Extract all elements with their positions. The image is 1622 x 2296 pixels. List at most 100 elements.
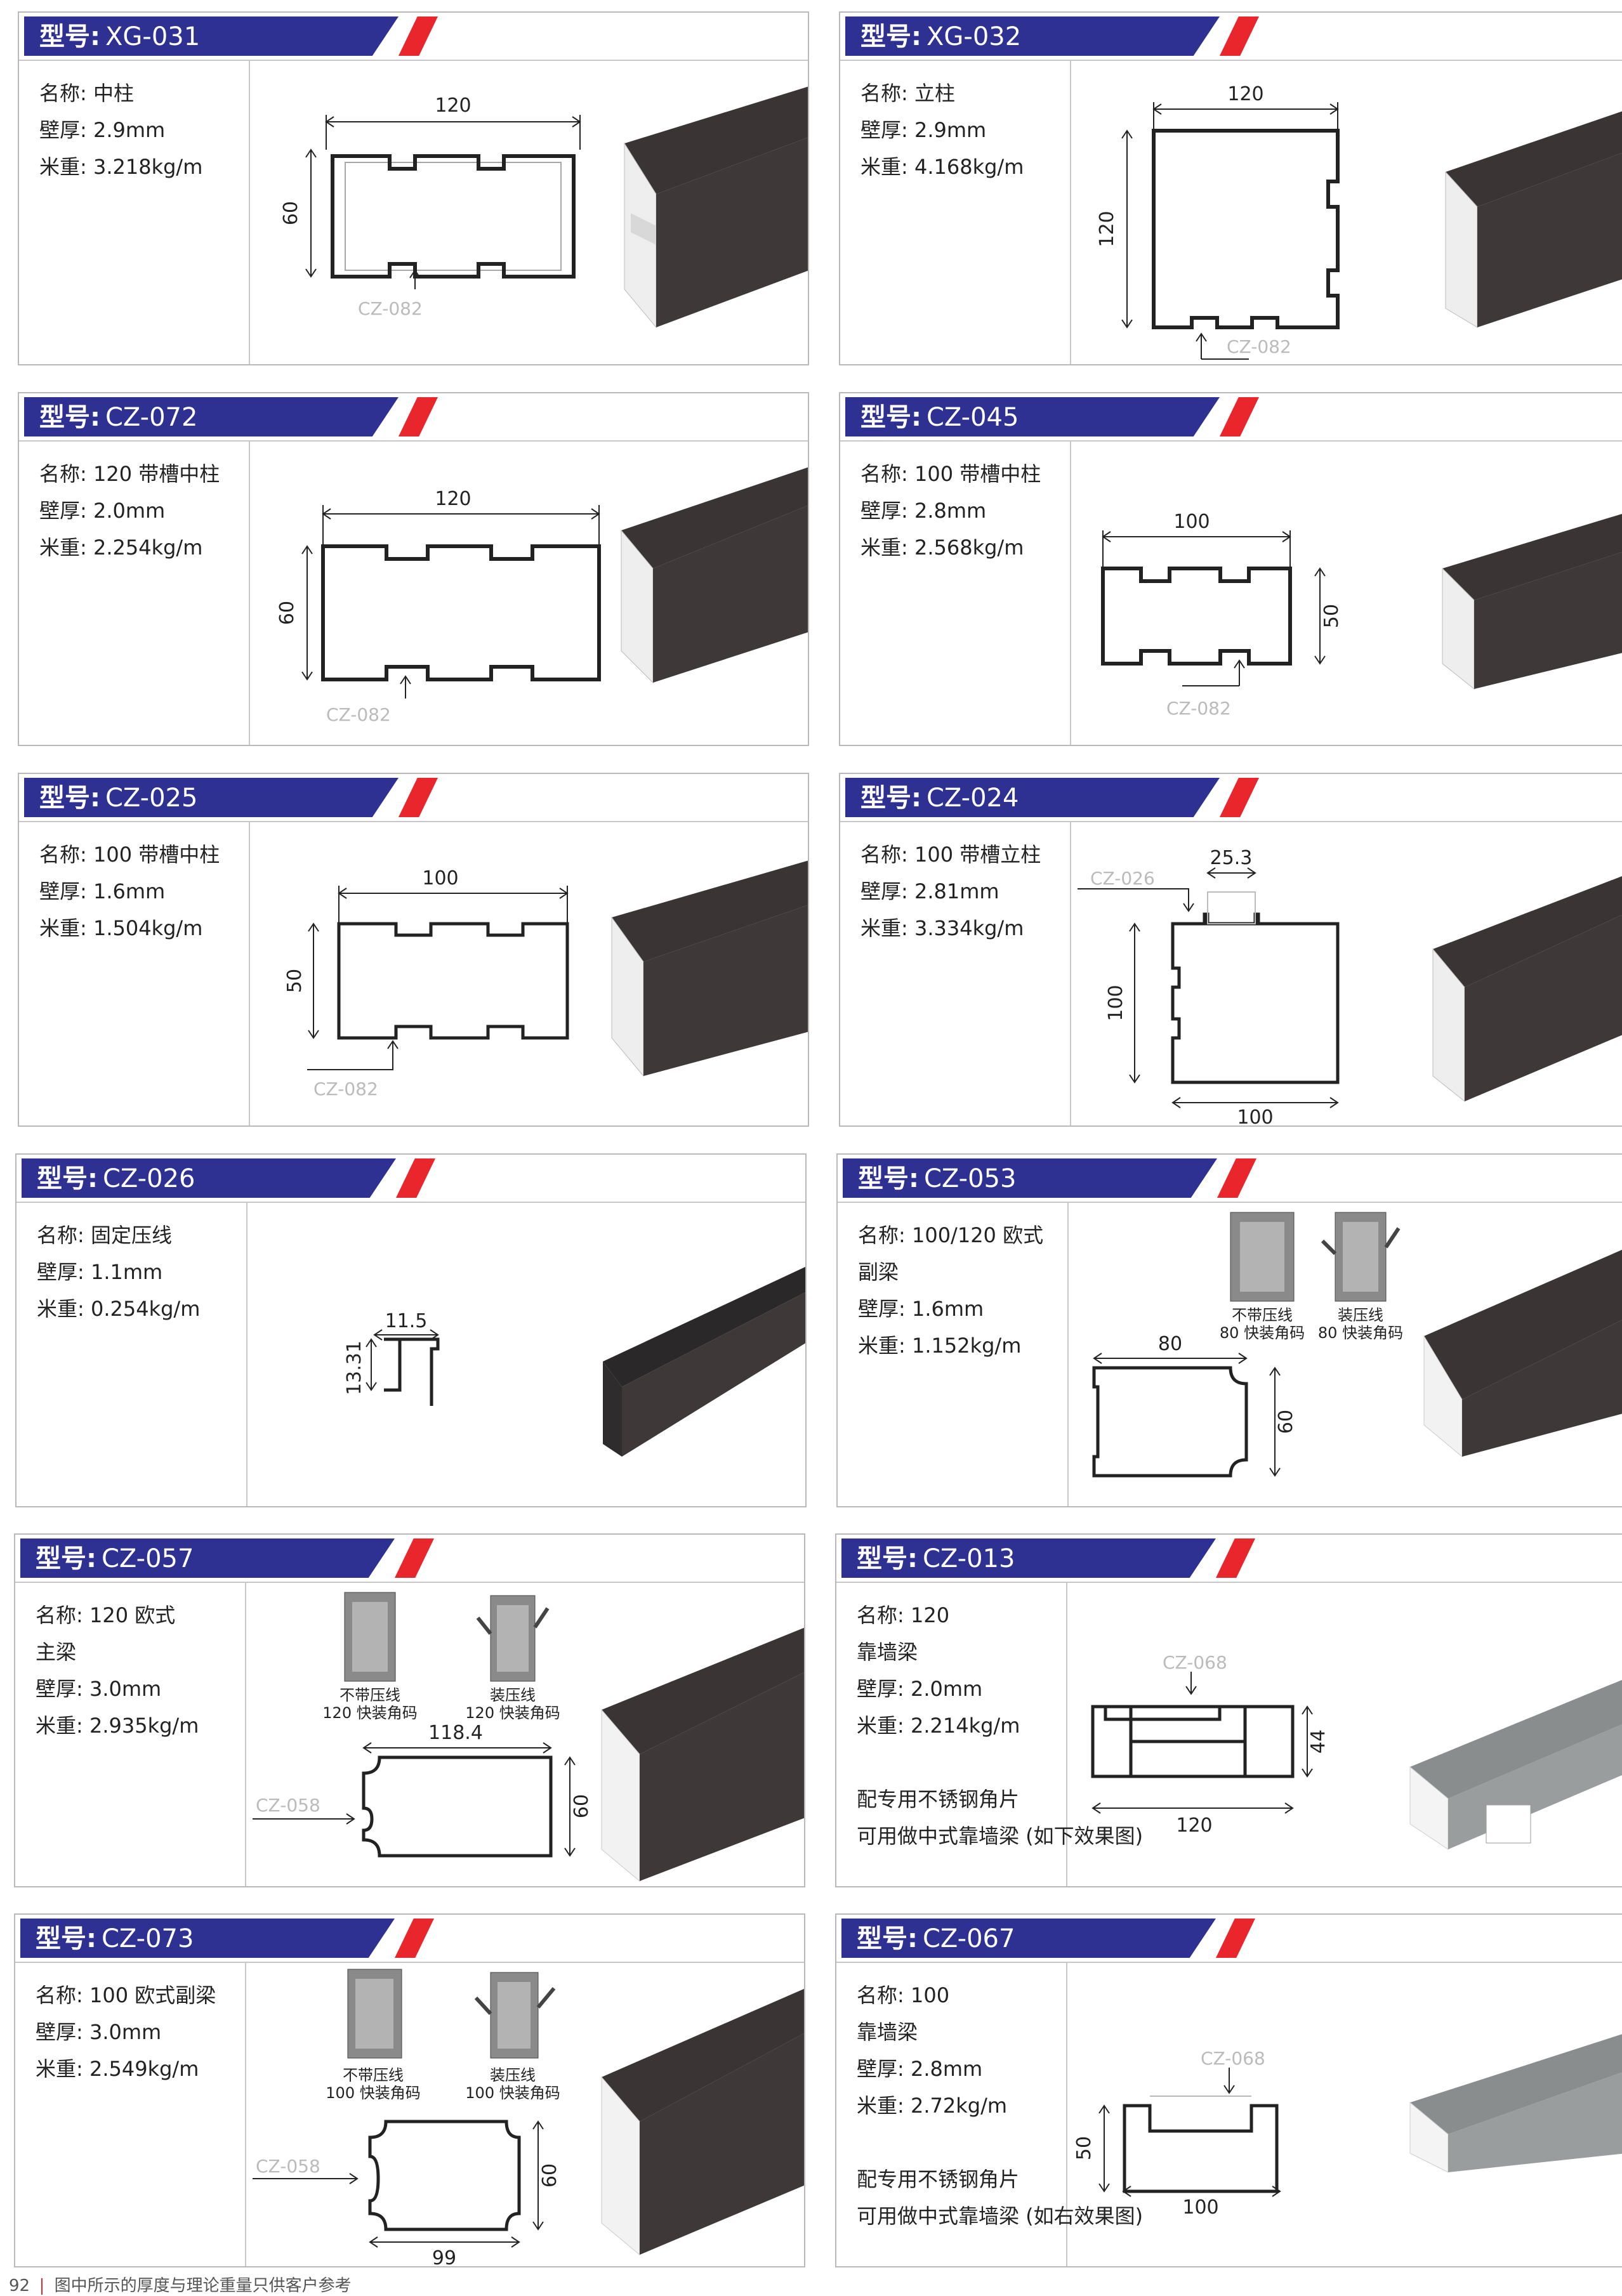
- product-name: 100/120 欧式: [911, 1223, 1044, 1247]
- model-number: CZ-045: [926, 403, 1019, 432]
- svg-text:100: 100: [1237, 1106, 1273, 1127]
- svg-text:装压线: 装压线: [490, 1686, 536, 1704]
- usage-note-2: 可用做中式靠墙梁 (如右效果图): [857, 2204, 1144, 2228]
- card-header: 型号:CZ-045: [840, 393, 1622, 443]
- svg-text:120: 120: [1227, 83, 1263, 105]
- wall-thickness: 2.9mm: [914, 118, 987, 142]
- spec-list: 名称: 固定压线 壁厚: 1.1mm 米重: 0.254kg/m: [37, 1223, 201, 1321]
- profile-photo: [1432, 876, 1622, 1103]
- svg-text:100 快装角码: 100 快装角码: [465, 2084, 560, 2102]
- svg-text:60: 60: [276, 601, 298, 625]
- card-header: 型号:CZ-053: [838, 1155, 1622, 1204]
- card-header: 型号:CZ-067: [836, 1915, 1622, 1964]
- model-number: CZ-072: [105, 403, 198, 432]
- profile-drawing: 不带压线 100 快装角码 装压线 100 快装角码 99 60 CZ-058: [246, 1963, 804, 2266]
- svg-text:25.3: 25.3: [1210, 847, 1253, 869]
- product-card-cz-026: 型号:CZ-026 名称: 固定压线 壁厚: 1.1mm 米重: 0.254kg…: [15, 1153, 807, 1507]
- svg-text:CZ-082: CZ-082: [326, 704, 391, 725]
- profile-drawing: 不带压线 80 快装角码 装压线 80 快装角码 80 60: [1069, 1203, 1622, 1506]
- usage-note-1: 配专用不锈钢角片: [857, 2167, 1020, 2191]
- profile-photo: [601, 1627, 804, 1882]
- profile-photo: [603, 1266, 805, 1457]
- meter-weight: 2.214kg/m: [910, 1714, 1020, 1738]
- product-name-line2: 主梁: [36, 1640, 77, 1664]
- meter-weight: 3.218kg/m: [93, 155, 203, 179]
- wall-thickness: 3.0mm: [89, 2020, 162, 2044]
- spec-list: 名称: 120 带槽中柱 壁厚: 2.0mm 米重: 2.254kg/m: [39, 462, 220, 560]
- profile-drawing: 120 60 CZ-082: [250, 61, 808, 364]
- svg-text:CZ-068: CZ-068: [1201, 2048, 1265, 2069]
- wall-thickness: 2.81mm: [914, 879, 999, 903]
- meter-weight: 4.168kg/m: [914, 155, 1024, 179]
- profile-photo: [601, 1988, 804, 2256]
- product-card-cz-045: 型号:CZ-045 名称: 100 带槽中柱 壁厚: 2.8mm 米重: 2.5…: [839, 392, 1622, 746]
- product-card-cz-053: 型号:CZ-053 名称: 100/120 欧式 副梁 壁厚: 1.6mm 米重…: [836, 1153, 1622, 1507]
- dim-height: 60: [280, 201, 302, 225]
- corner-bracket-image: [1230, 1212, 1401, 1302]
- profile-photo: [1423, 1249, 1622, 1458]
- spec-list: 名称: 中柱 壁厚: 2.9mm 米重: 3.218kg/m: [39, 81, 203, 179]
- wall-thickness: 1.6mm: [93, 879, 166, 903]
- profile-drawing: 不带压线 120 快装角码 装压线 120 快装角码 118.4 60 CZ-0…: [246, 1583, 804, 1886]
- footer-note: 图中所示的厚度与理论重量只供客户参考: [54, 2276, 352, 2295]
- svg-text:CZ-082: CZ-082: [313, 1079, 378, 1099]
- svg-text:CZ-026: CZ-026: [1090, 868, 1155, 889]
- card-header: 型号:CZ-026: [16, 1155, 805, 1204]
- spec-list: 名称: 立柱 壁厚: 2.9mm 米重: 4.168kg/m: [860, 81, 1024, 179]
- product-name: 100 带槽立柱: [914, 843, 1041, 867]
- model-number: CZ-057: [102, 1544, 194, 1573]
- spec-list: 名称: 100 带槽中柱 壁厚: 2.8mm 米重: 2.568kg/m: [860, 462, 1041, 560]
- svg-text:120 快装角码: 120 快装角码: [465, 1704, 560, 1722]
- card-header: 型号:CZ-072: [19, 393, 808, 443]
- spec-list: 名称: 100/120 欧式 副梁 壁厚: 1.6mm 米重: 1.152kg/…: [858, 1217, 1067, 1364]
- svg-text:CZ-082: CZ-082: [1166, 698, 1231, 719]
- card-header: 型号:XG-032: [840, 13, 1622, 62]
- model-number: CZ-024: [926, 784, 1019, 813]
- svg-text:60: 60: [539, 2163, 561, 2188]
- svg-text:120 快装角码: 120 快装角码: [322, 1704, 417, 1722]
- model-number: XG-032: [926, 22, 1022, 51]
- product-card-xg-031: 型号:XG-031 名称: 中柱 壁厚: 2.9mm 米重: 3.218kg/m…: [18, 11, 809, 365]
- svg-text:118.4: 118.4: [428, 1722, 483, 1744]
- svg-text:50: 50: [1073, 2136, 1095, 2160]
- spec-list: 名称: 120 欧式 主梁 壁厚: 3.0mm 米重: 2.935kg/m: [36, 1597, 245, 1744]
- svg-text:CZ-058: CZ-058: [256, 1795, 320, 1816]
- usage-note-1: 配专用不锈钢角片: [857, 1787, 1020, 1811]
- model-number: CZ-073: [102, 1924, 194, 1953]
- svg-text:80: 80: [1158, 1333, 1182, 1355]
- corner-bracket-image: [347, 1969, 556, 2059]
- usage-note-2: 可用做中式靠墙梁 (如下效果图): [857, 1824, 1144, 1848]
- svg-text:装压线: 装压线: [1338, 1306, 1383, 1324]
- product-card-cz-073: 型号:CZ-073 名称: 100 欧式副梁 壁厚: 3.0mm 米重: 2.5…: [14, 1913, 805, 2267]
- svg-text:60: 60: [570, 1794, 593, 1818]
- product-card-cz-057: 型号:CZ-057 名称: 120 欧式 主梁 壁厚: 3.0mm 米重: 2.…: [14, 1533, 805, 1887]
- wall-thickness: 2.9mm: [93, 118, 166, 142]
- card-header: 型号:CZ-024: [840, 774, 1622, 823]
- svg-text:100: 100: [1105, 985, 1127, 1021]
- product-name: 固定压线: [90, 1223, 172, 1247]
- product-name: 中柱: [93, 81, 134, 105]
- profile-drawing: 11.5 13.31: [247, 1203, 805, 1506]
- svg-text:CZ-058: CZ-058: [256, 2156, 320, 2177]
- spec-list: 名称: 100 带槽立柱 壁厚: 2.81mm 米重: 3.334kg/m: [860, 843, 1041, 940]
- profile-drawing: 120 60 CZ-082: [250, 442, 808, 745]
- svg-text:120: 120: [435, 488, 471, 510]
- svg-text:120: 120: [1096, 211, 1118, 247]
- model-number: CZ-025: [105, 784, 198, 813]
- wall-thickness: 2.0mm: [93, 499, 166, 523]
- product-name: 100: [910, 1983, 950, 2007]
- wall-thickness: 2.8mm: [910, 2057, 983, 2081]
- page-number: 92: [9, 2276, 30, 2295]
- svg-text:11.5: 11.5: [385, 1310, 428, 1332]
- meter-weight: 2.254kg/m: [93, 535, 203, 560]
- wall-thickness: 1.6mm: [911, 1297, 984, 1321]
- product-name: 100 带槽中柱: [93, 843, 220, 867]
- meter-weight: 3.334kg/m: [914, 916, 1024, 940]
- profile-drawing: 120 120 CZ-082: [1071, 61, 1622, 364]
- meter-weight: 1.152kg/m: [911, 1334, 1022, 1358]
- card-header: 型号:XG-031: [19, 13, 808, 62]
- model-number: CZ-053: [924, 1164, 1017, 1193]
- product-name-line2: 副梁: [858, 1260, 899, 1284]
- model-label: 型号:: [39, 22, 100, 51]
- svg-text:不带压线: 不带压线: [1232, 1306, 1293, 1324]
